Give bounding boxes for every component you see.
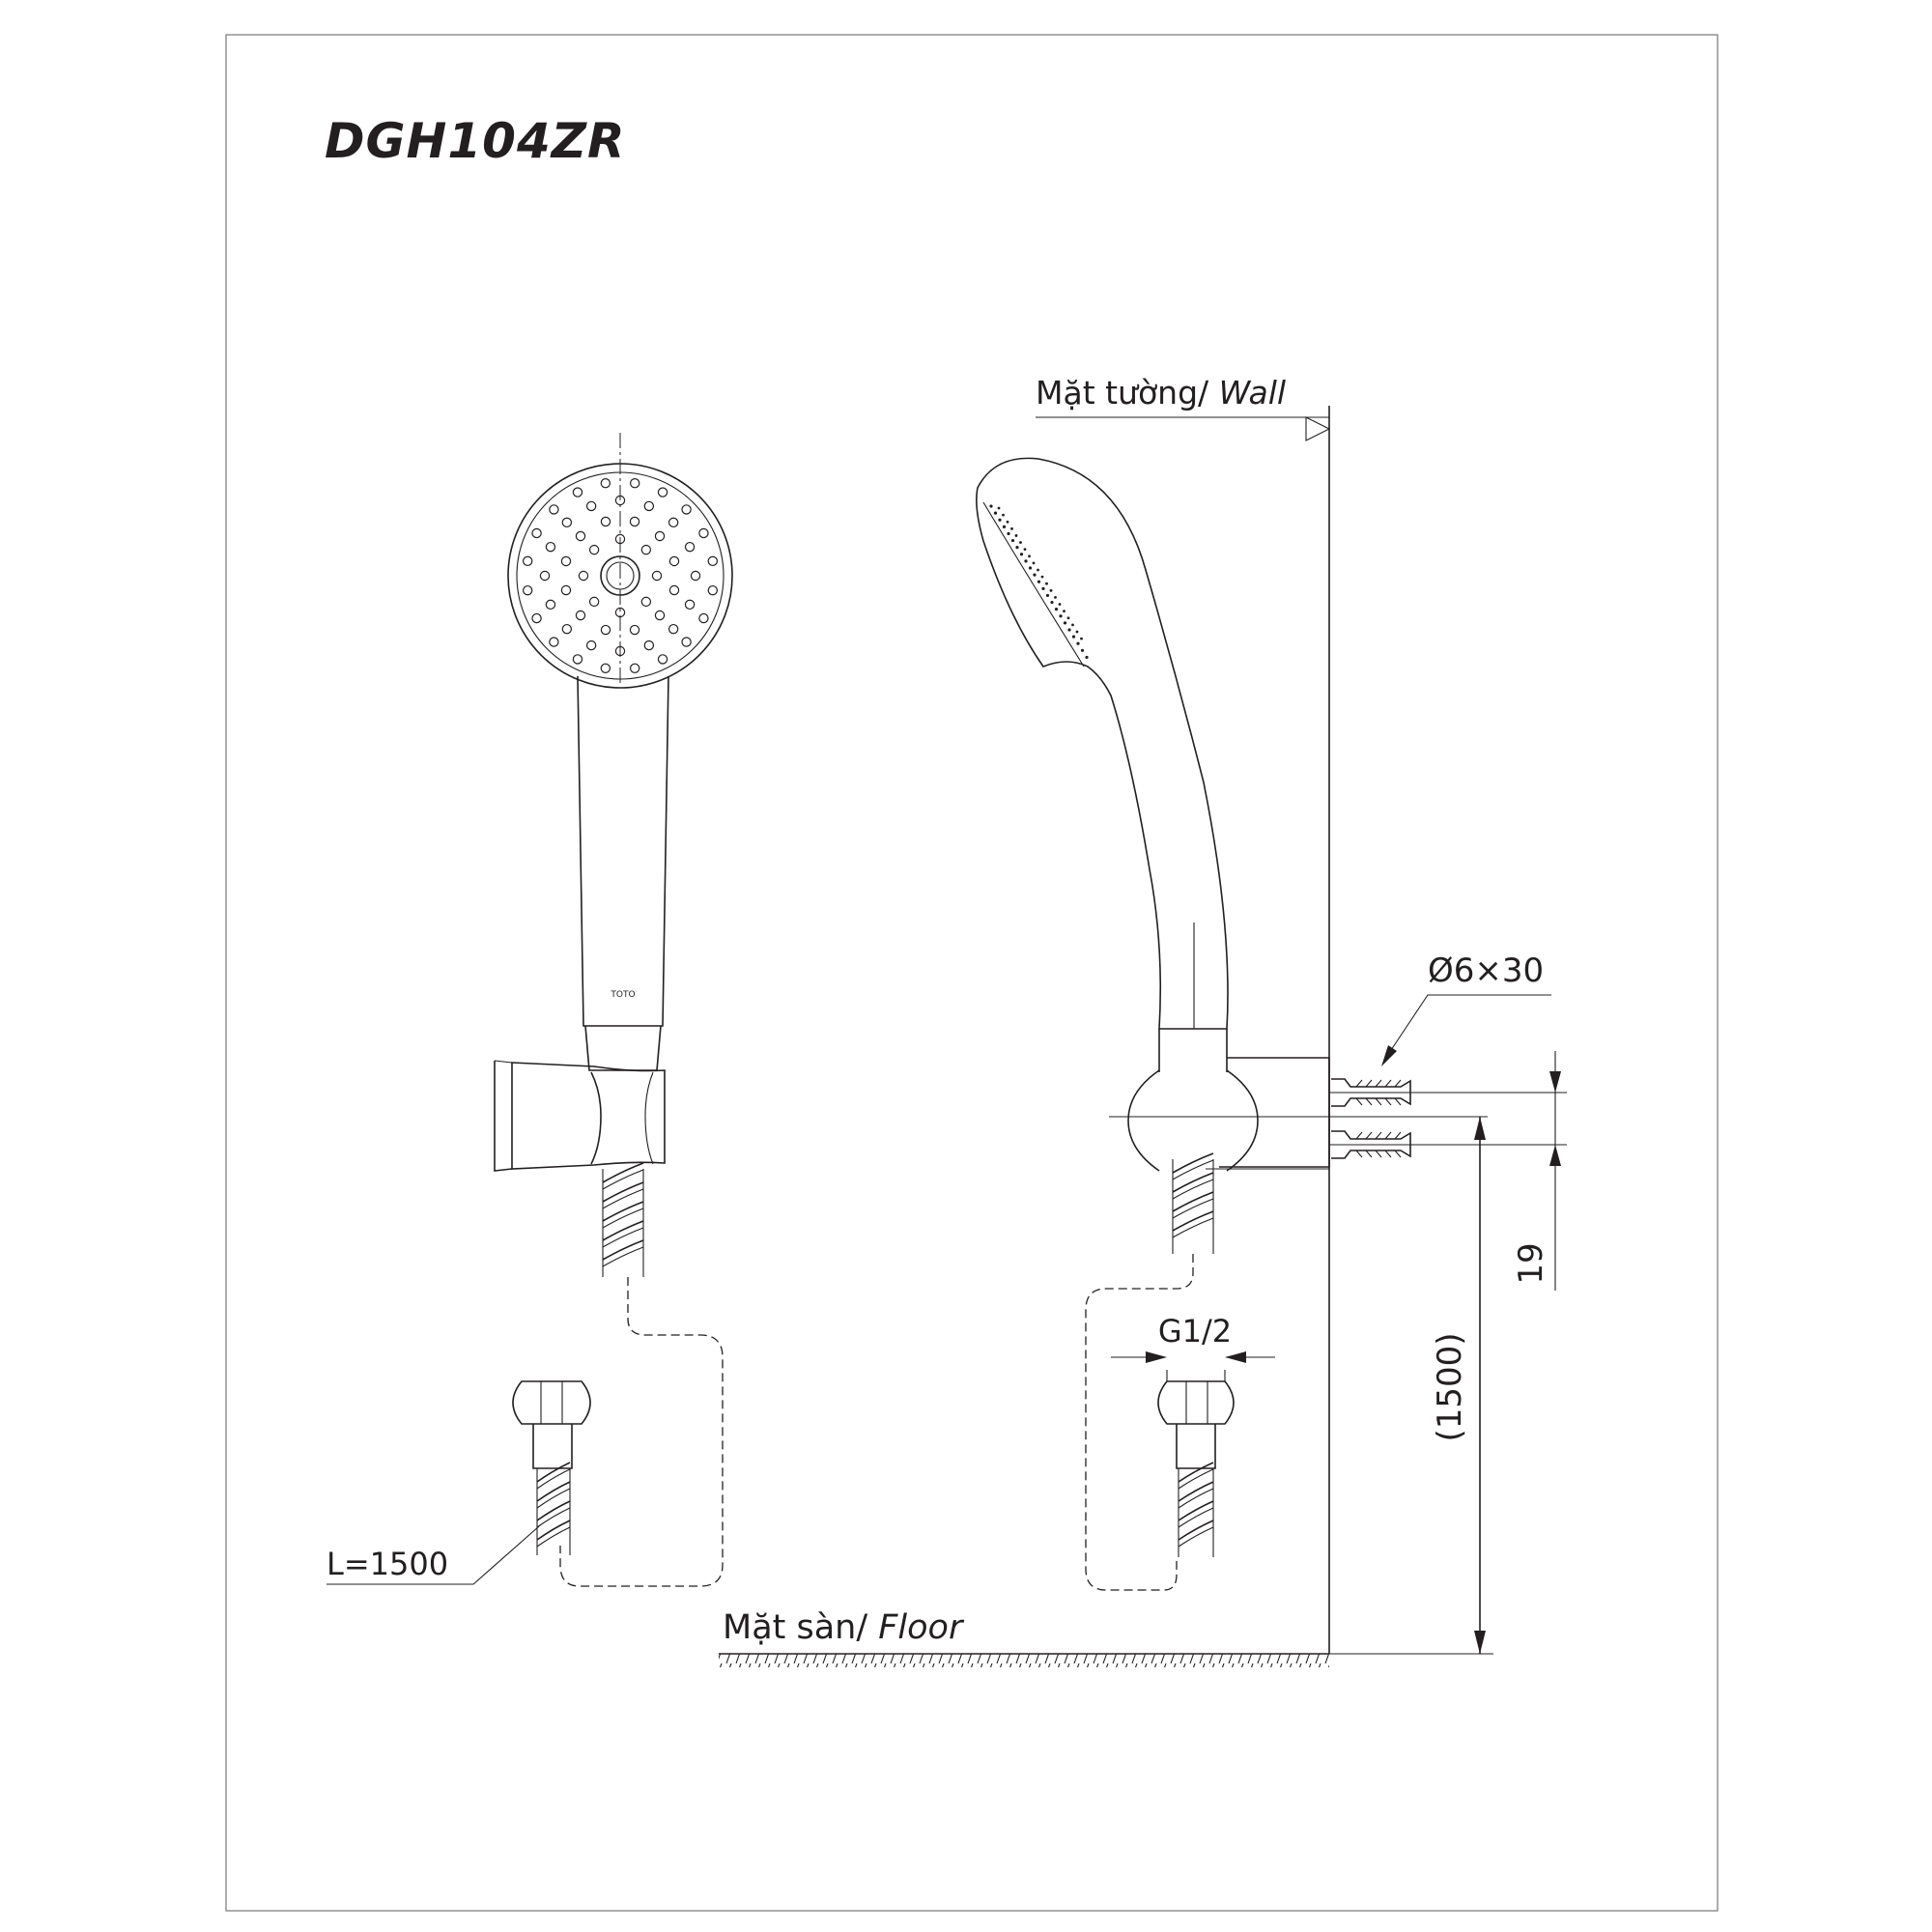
floor-label: Mặt sàn/ Floor [723, 1608, 965, 1647]
screw-size-label: Ø6×30 [1428, 952, 1544, 990]
floor: Mặt sàn/ Floor [719, 1608, 1329, 1667]
spray-holes [522, 477, 719, 674]
model-title: DGH104ZR [325, 113, 626, 169]
front-wall-holder [511, 1062, 666, 1170]
floor-hatch [719, 1654, 1329, 1667]
side-view: Mặt tường/ Wall [976, 374, 1567, 1655]
dim-height-label: (1500) [1431, 1332, 1469, 1441]
wall-marker [1305, 416, 1331, 441]
front-neck [584, 1025, 662, 1071]
thread-size-label: G1/2 [1158, 1313, 1232, 1350]
shower-head-inner-ring [516, 471, 724, 680]
side-neck [1158, 1029, 1228, 1072]
front-hose-hidden [559, 1277, 724, 1587]
dim-19-label: 19 [1512, 1242, 1550, 1284]
side-ball-joint [1127, 1069, 1160, 1172]
hose-length-leader [327, 1525, 540, 1585]
side-hose-hidden [1085, 1254, 1194, 1591]
wall-label: Mặt tường/ Wall [1036, 374, 1286, 412]
side-wall-holder [1219, 1057, 1330, 1168]
brand-mark: TOTO [610, 990, 635, 1000]
front-hose-nut [512, 1380, 591, 1469]
screw-leader [1384, 994, 1551, 1060]
shower-head-face [507, 463, 733, 689]
side-hose-lower [1178, 1462, 1214, 1557]
hose-length-label: L=1500 [327, 1546, 448, 1582]
drawing-frame [225, 34, 1719, 1912]
side-shower-head [976, 457, 1229, 1030]
front-view: TOTO L=1500 [327, 433, 733, 1587]
side-hose-nut [1157, 1370, 1235, 1469]
front-hose-lower [536, 1462, 571, 1555]
front-handle [577, 675, 669, 1027]
side-hose-upper [1172, 1152, 1214, 1254]
shower-head-center-nozzle [600, 555, 640, 596]
wall-screws [1329, 1078, 1437, 1159]
side-spray-face [989, 504, 1089, 660]
front-hose-upper [602, 1162, 644, 1277]
